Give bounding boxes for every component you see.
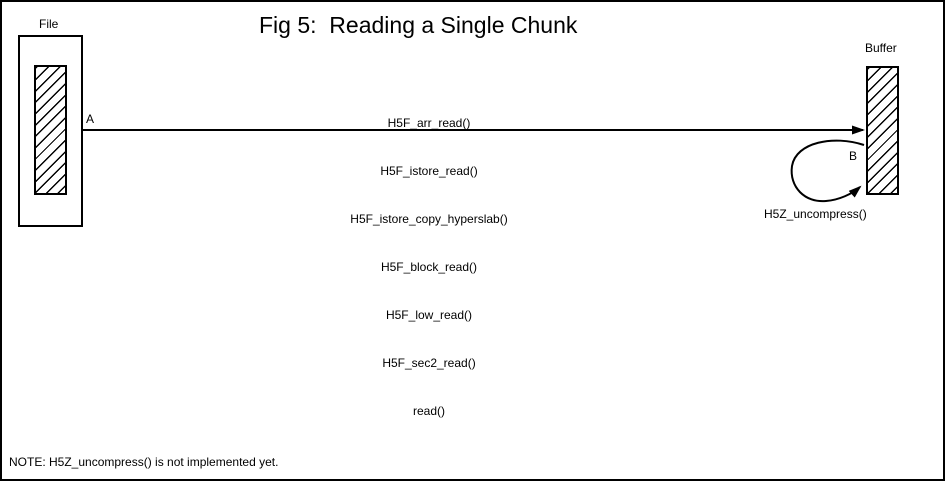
function-call: read() (412, 404, 445, 418)
function-call: H5F_low_read() (385, 308, 473, 322)
function-call: H5F_istore_copy_hyperslab() (350, 212, 508, 226)
function-call: H5F_sec2_read() (382, 356, 476, 370)
function-call-stack: H5F_arr_read() H5F_istore_read() H5F_ist… (329, 83, 529, 451)
file-label: File (39, 17, 59, 31)
uncompress-function-label: H5Z_uncompress() (764, 207, 867, 221)
function-call: H5F_arr_read() (387, 116, 471, 130)
function-call: H5F_istore_read() (380, 164, 478, 178)
arrow-a-label: A (86, 112, 95, 126)
arrow-b-label: B (849, 149, 858, 163)
file-box (18, 35, 83, 227)
figure-title: Fig 5: Reading a Single Chunk (259, 12, 578, 38)
buffer-region (866, 66, 899, 195)
note-text: NOTE: H5Z_uncompress() is not implemente… (9, 455, 279, 469)
buffer-label: Buffer (865, 41, 897, 55)
file-chunk-region (34, 65, 67, 195)
function-call: H5F_block_read() (380, 260, 478, 274)
